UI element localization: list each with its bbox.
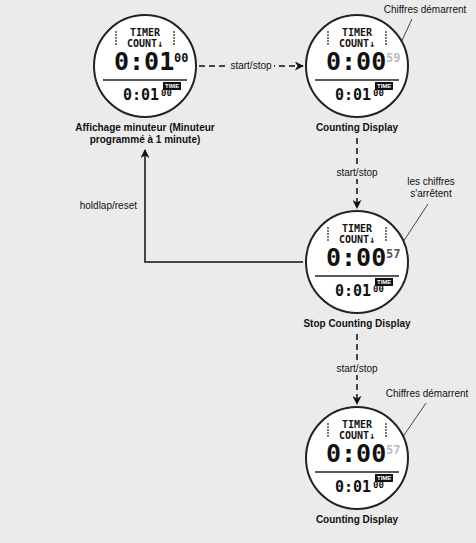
display-caption: Affichage minuteur (Minuteur programmé à… [55,122,235,146]
mode-text: TIMER [307,28,407,38]
display-caption: Counting Display [314,514,400,526]
button-label: start/stop [334,167,379,179]
clock-seconds: 00 [161,89,172,98]
mode-text: TIMER [307,224,407,234]
watch-display: TIMERCOUNT↓0:0057TIME0:0100Counting Disp… [305,406,409,510]
watch-display: TIMERCOUNT↓0:0057TIME0:0100Stop Counting… [305,210,409,314]
button-label: start/stop [228,60,273,72]
seconds-digits: 57 [386,248,400,260]
callout-label: Chiffres démarrent [382,388,472,400]
clock-digits: 0:01 [335,88,371,103]
seconds-digits: 59 [386,52,400,64]
clock-digits: 0:01 [123,88,159,103]
seconds-digits: 00 [174,52,188,64]
flow-arrow [145,150,303,262]
clock-seconds: 00 [373,481,384,490]
clock-digits: 0:01 [335,284,371,299]
clock-seconds: 00 [373,89,384,98]
button-label: start/stop [334,363,379,375]
mode-text: TIMER [307,420,407,430]
seconds-digits: 57 [386,444,400,456]
mode-text: COUNT↓ [307,39,407,49]
main-digits: 0:00 [326,441,386,466]
watch-display: TIMERCOUNT↓0:0100TIME0:0100Affichage min… [93,14,197,118]
display-caption: Stop Counting Display [301,318,412,330]
mode-text: COUNT↓ [307,235,407,245]
display-caption: Counting Display [314,122,400,134]
mode-text: TIMER [95,28,195,38]
clock-seconds: 00 [373,285,384,294]
watch-display: TIMERCOUNT↓0:0059TIME0:0100Counting Disp… [305,14,409,118]
clock-digits: 0:01 [335,480,371,495]
button-label: holdlap/reset [78,200,139,212]
mode-text: COUNT↓ [95,39,195,49]
mode-text: COUNT↓ [307,431,407,441]
main-digits: 0:00 [326,49,386,74]
callout-label: Chiffres démarrent [380,4,470,16]
leader-line [401,204,428,245]
main-digits: 0:00 [326,245,386,270]
callout-label: les chiffres s'arrêtent [394,176,468,200]
main-digits: 0:01 [114,49,174,74]
